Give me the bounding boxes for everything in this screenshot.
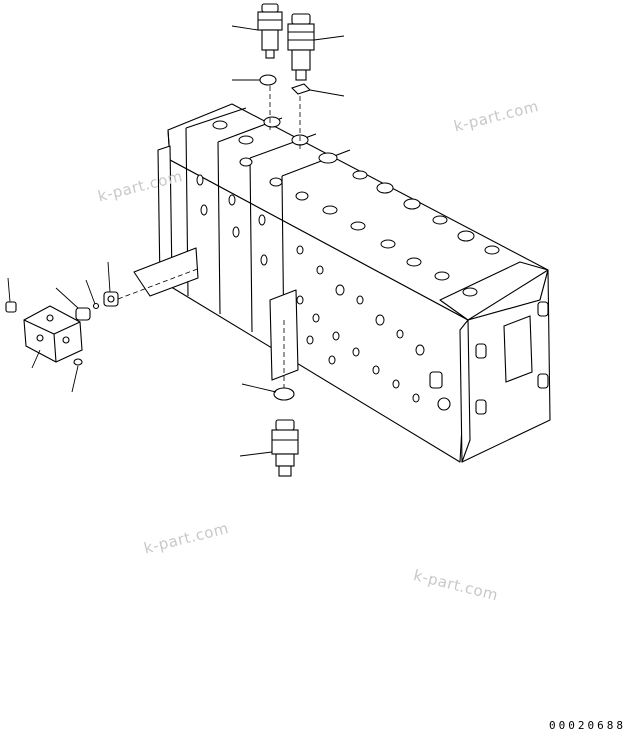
valve-cartridge-top-left <box>257 3 283 59</box>
leader-lines <box>7 25 345 457</box>
valve-cartridge-bottom <box>271 387 299 477</box>
drawing-number: 00020688 <box>549 719 626 732</box>
front-face-ports <box>196 174 425 403</box>
side-parts <box>5 291 119 366</box>
control-valve-body <box>133 103 551 463</box>
center-lines <box>117 86 301 388</box>
valve-cartridge-top-right <box>287 13 315 81</box>
end-face-bolts <box>429 301 549 415</box>
